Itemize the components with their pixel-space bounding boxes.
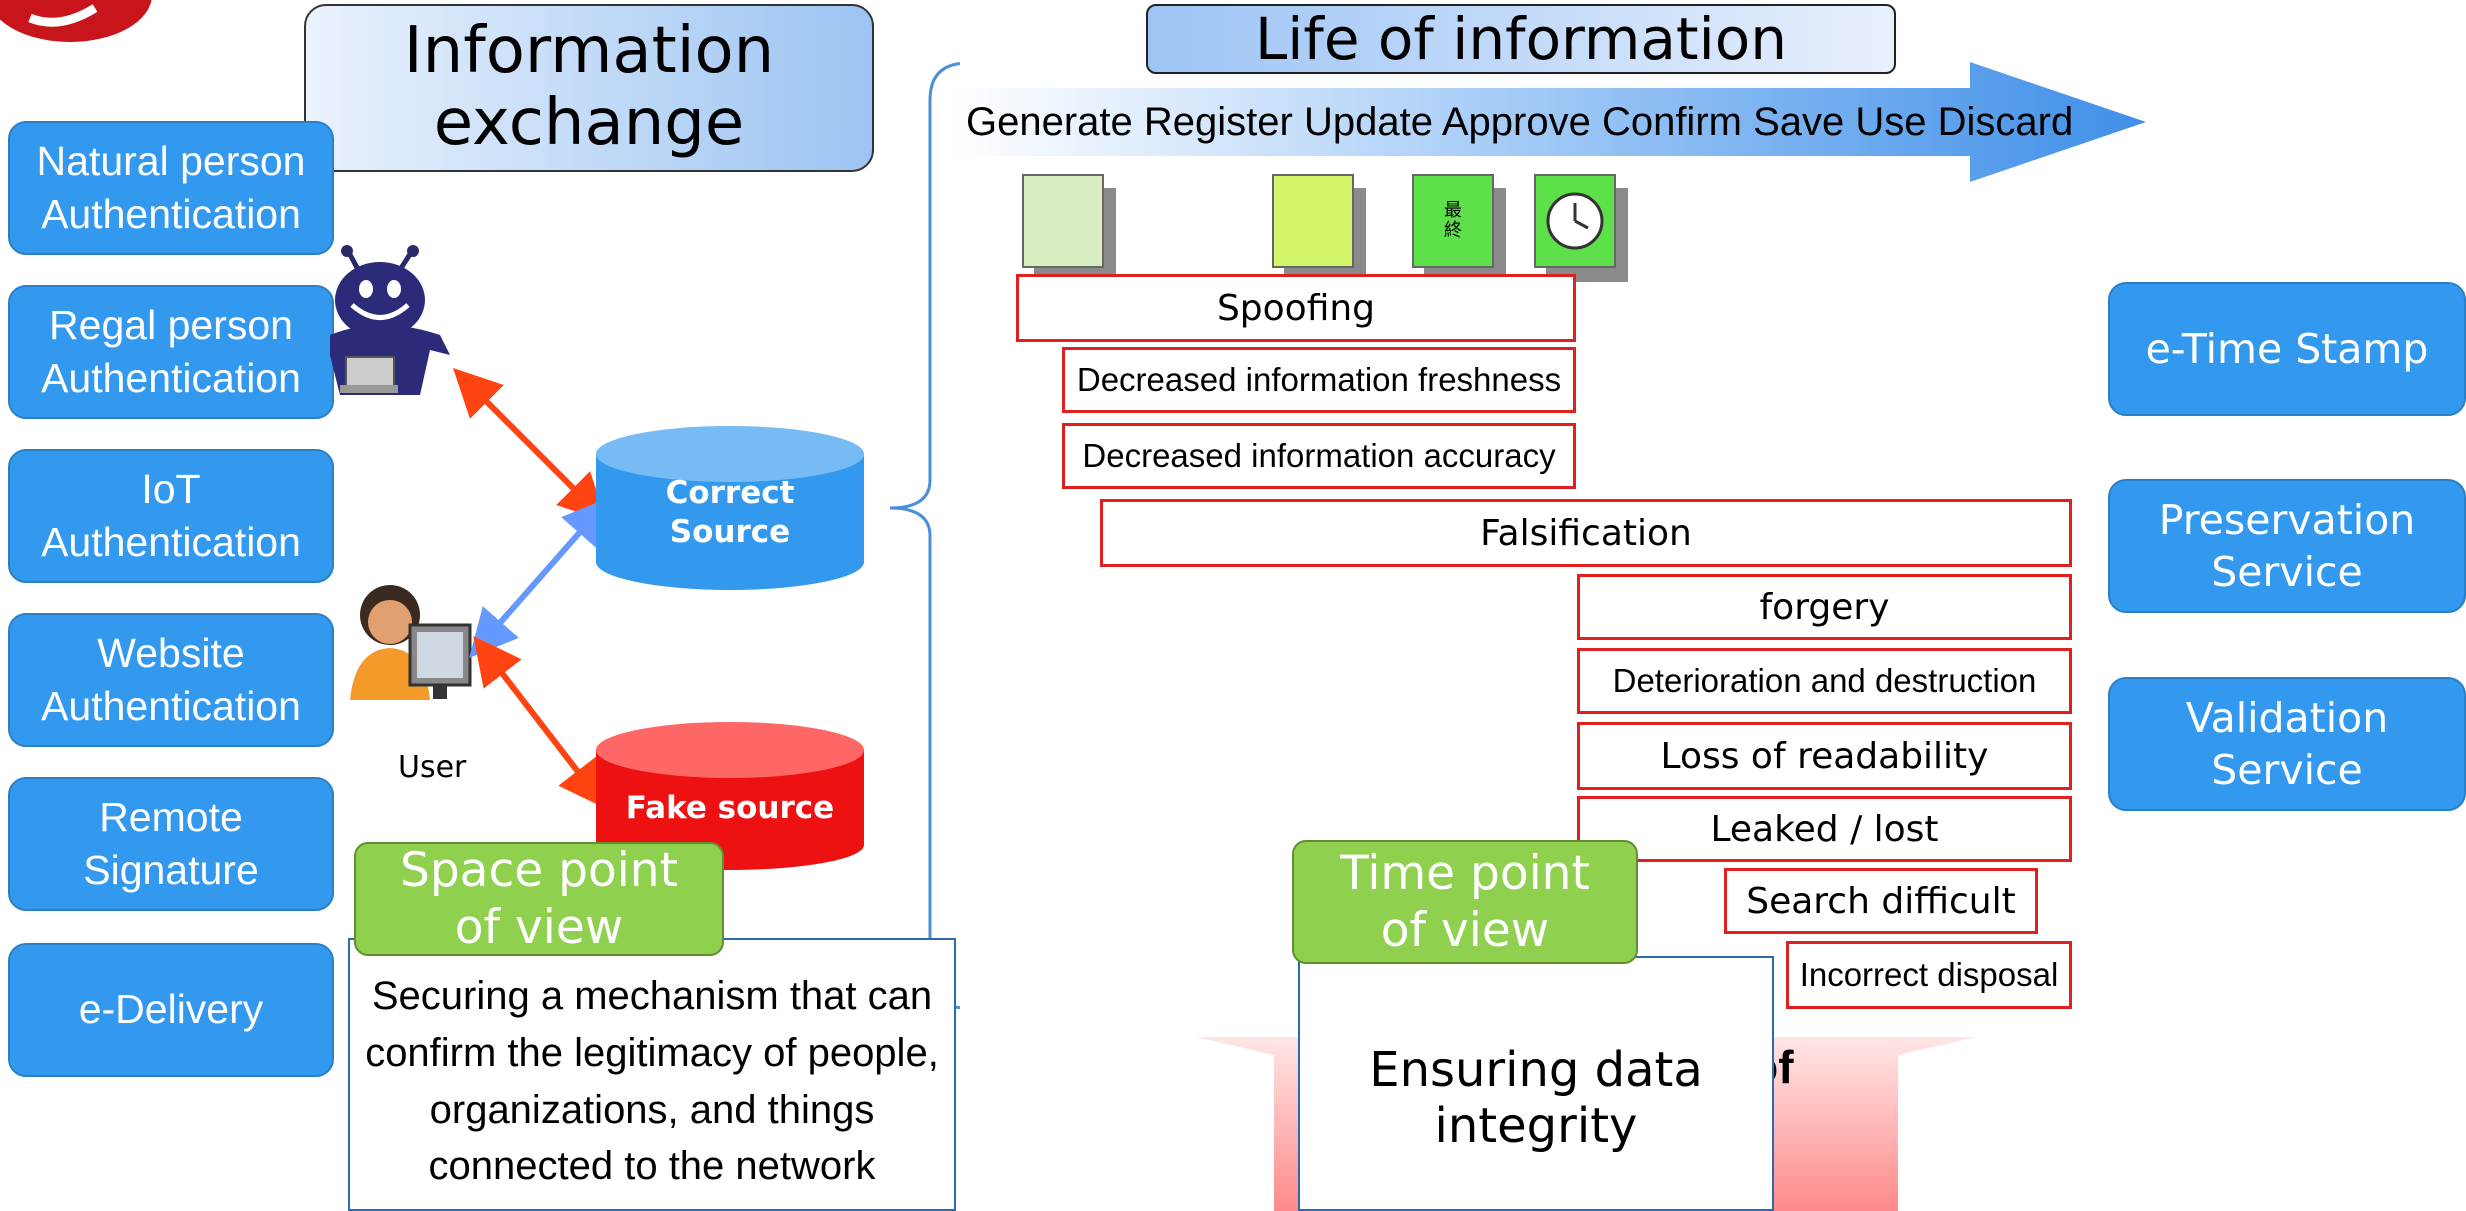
time-pov-description: Ensuring data integrity	[1369, 1042, 1703, 1154]
e-time-stamp-button[interactable]: e-Time Stamp	[2108, 282, 2466, 416]
user-label: User	[398, 750, 467, 785]
natural-person-authentication-label: Natural person Authentication	[36, 137, 306, 237]
preservation-service-label: Preservation Service	[2158, 495, 2416, 596]
space-pov-description-box: Securing a mechanism that can confirm th…	[348, 938, 956, 1211]
time-pov-label: Time point of view	[1292, 840, 1638, 964]
validation-service-button[interactable]: Validation Service	[2108, 677, 2466, 811]
website-authentication-button[interactable]: Website Authentication	[8, 613, 334, 747]
fake-source-label: Fake source	[625, 790, 835, 826]
connection-arrows	[453, 368, 611, 810]
final-document-icon: 最 終	[1412, 174, 1494, 268]
regal-person-authentication-label: Regal person Authentication	[41, 301, 301, 401]
threat-box: Leaked / lost	[1577, 796, 2072, 862]
threat-box: Spoofing	[1016, 274, 1576, 342]
attacker-icon	[330, 245, 450, 395]
lifecycle-stages: Generate Register Update Approve Confirm…	[966, 100, 2074, 144]
user-icon	[350, 585, 472, 700]
threat-label: Loss of readability	[1660, 735, 1989, 777]
time-pov-label-text: Time point of view	[1340, 845, 1590, 958]
information-exchange-title: Information exchange	[304, 4, 874, 172]
website-authentication-label: Website Authentication	[41, 629, 301, 729]
preservation-service-button[interactable]: Preservation Service	[2108, 479, 2466, 613]
threat-box: forgery	[1577, 574, 2072, 640]
space-pov-label: Space point of view	[354, 842, 724, 956]
validation-service-label: Validation Service	[2185, 693, 2389, 794]
iot-authentication-label: IoT Authentication	[41, 465, 301, 565]
document-icon	[1272, 174, 1354, 268]
threat-box: Decreased information accuracy	[1062, 423, 1576, 489]
life-of-information-title: Life of information	[1146, 4, 1896, 74]
time-pov-description-box: Ensuring data integrity	[1298, 956, 1774, 1211]
threat-label: Search difficult	[1746, 880, 2016, 922]
threat-box: Incorrect disposal	[1786, 941, 2072, 1009]
correct-source-cylinder	[596, 426, 864, 590]
threat-label: Falsification	[1480, 512, 1692, 554]
e-time-stamp-label: e-Time Stamp	[2145, 324, 2429, 373]
space-pov-label-text: Space point of view	[399, 842, 679, 955]
natural-person-authentication-button[interactable]: Natural person Authentication	[8, 121, 334, 255]
threat-label: Incorrect disposal	[1799, 956, 2059, 993]
space-pov-description: Securing a mechanism that can confirm th…	[365, 973, 939, 1189]
remote-signature-label: Remote Signature	[83, 793, 259, 893]
fake-source-cylinder	[596, 722, 864, 870]
clock-document-icon	[1534, 174, 1616, 268]
information-exchange-text: Information exchange	[403, 14, 775, 160]
threat-box: Search difficult	[1724, 868, 2038, 934]
life-of-information-text: Life of information	[1254, 5, 1788, 73]
lifecycle-arrow	[950, 62, 2146, 182]
threat-box: Falsification	[1100, 499, 2072, 567]
threat-box: Loss of readability	[1577, 722, 2072, 790]
threat-label: Deterioration and destruction	[1612, 662, 2037, 699]
e-delivery-button[interactable]: e-Delivery	[8, 943, 334, 1077]
iot-authentication-button[interactable]: IoT Authentication	[8, 449, 334, 583]
document-icon	[1022, 174, 1104, 268]
correct-source-label: Correct Source	[665, 475, 795, 550]
logo-fragment	[0, 0, 152, 42]
threat-label: Decreased information accuracy	[1082, 437, 1556, 474]
remote-signature-button[interactable]: Remote Signature	[8, 777, 334, 911]
threat-box: Deterioration and destruction	[1577, 648, 2072, 714]
regal-person-authentication-button[interactable]: Regal person Authentication	[8, 285, 334, 419]
curly-brace	[889, 61, 960, 1010]
threat-box: Decreased information freshness	[1062, 347, 1576, 413]
clock-icon	[1546, 192, 1604, 250]
final-document-text: 最 終	[1444, 200, 1462, 241]
threat-label: Leaked / lost	[1710, 808, 1939, 850]
threat-label: Decreased information freshness	[1076, 361, 1562, 398]
threat-label: forgery	[1759, 586, 1890, 628]
threat-label: Spoofing	[1216, 287, 1376, 329]
e-delivery-label: e-Delivery	[78, 986, 264, 1033]
